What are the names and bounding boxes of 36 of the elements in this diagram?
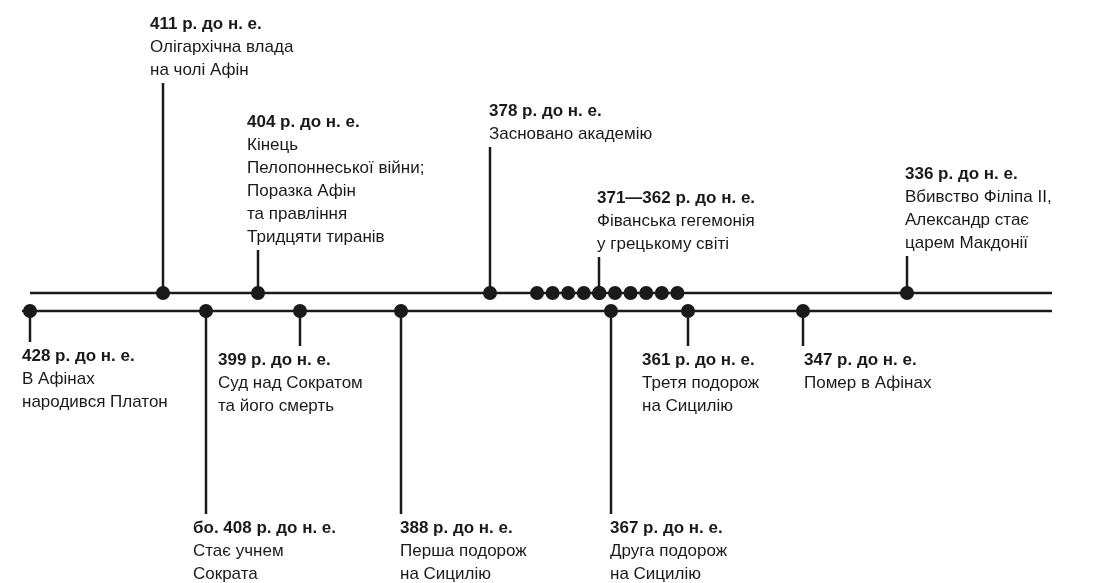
event-date: 411 р. до н. е. bbox=[150, 13, 262, 35]
event-description: Помер в Афінах bbox=[804, 372, 932, 394]
event-date: бо. 408 р. до н. е. bbox=[193, 517, 337, 539]
event-description: Суд над Сократом та його смерть bbox=[218, 372, 363, 417]
leader-line bbox=[483, 147, 497, 300]
event-description: Олігархічна влада на чолі Афін bbox=[150, 36, 294, 81]
event-date: 336 р. до н. е. bbox=[905, 163, 1018, 185]
event-description: Засновано академію bbox=[489, 123, 653, 145]
leader-line bbox=[251, 250, 265, 300]
event-date: 404 р. до н. е. bbox=[247, 111, 360, 133]
leader-line bbox=[900, 256, 914, 300]
event-description: Фіванська гегемонія у грецькому світі bbox=[597, 210, 755, 255]
event-date: 399 р. до н. е. bbox=[218, 349, 331, 371]
leader-line bbox=[604, 304, 618, 514]
event-date: 371—362 р. до н. е. bbox=[597, 187, 756, 209]
event-date: 378 р. до н. е. bbox=[489, 100, 602, 122]
event-description: Третя подорож на Сицилію bbox=[642, 372, 760, 417]
leader-line bbox=[156, 83, 170, 300]
event-description: Вбивство Філіпа II, Александр стає царем Макдонії bbox=[905, 186, 1052, 254]
event-description: Кінець Пелопоннеської війни; Поразка Афін та правління Тридцяти тиранів bbox=[247, 134, 425, 248]
event-description: Перша подорож на Сицилію bbox=[400, 540, 527, 583]
event-date: 388 р. до н. е. bbox=[400, 517, 513, 539]
leader-line bbox=[681, 304, 695, 346]
event-description: Стає учнем Сократа bbox=[193, 540, 284, 583]
leader-line bbox=[796, 304, 810, 346]
event-date: 361 р. до н. е. bbox=[642, 349, 755, 371]
leader-line bbox=[23, 304, 37, 342]
event-description: Друга подорож на Сицилію bbox=[610, 540, 728, 583]
leader-line bbox=[394, 304, 408, 514]
leader-line bbox=[592, 257, 606, 300]
leader-line bbox=[293, 304, 307, 346]
event-description: В Афінах народився Платон bbox=[22, 368, 168, 413]
leader-line bbox=[199, 304, 213, 514]
event-date: 428 р. до н. е. bbox=[22, 345, 135, 367]
event-date: 367 р. до н. е. bbox=[610, 517, 723, 539]
event-date: 347 р. до н. е. bbox=[804, 349, 917, 371]
